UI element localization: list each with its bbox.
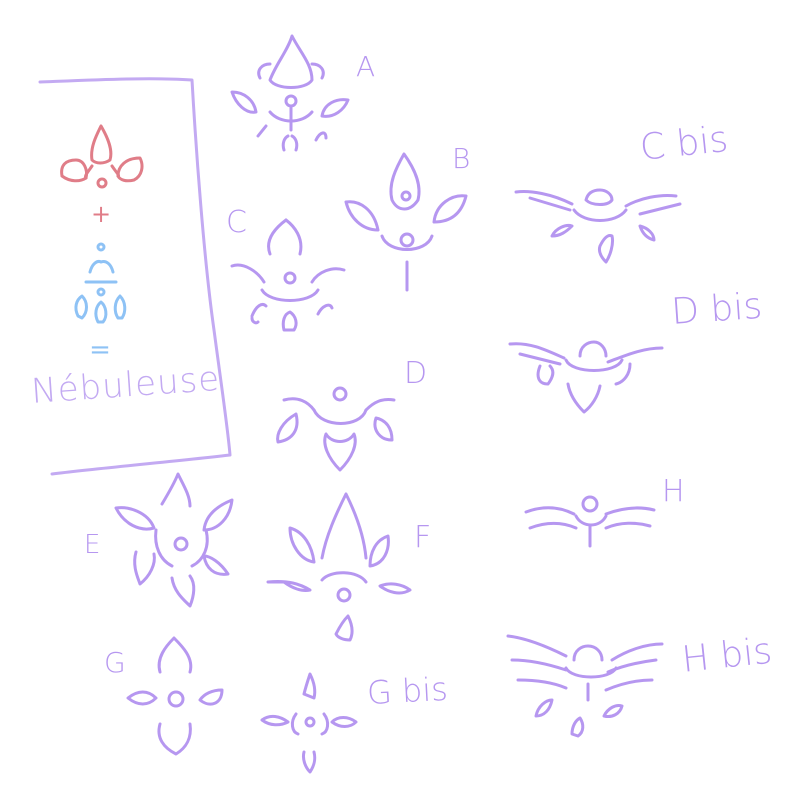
motif-d-bis bbox=[508, 340, 664, 414]
label-c: C bbox=[226, 205, 247, 240]
motif-h-bis bbox=[506, 634, 664, 738]
motif-g-bis bbox=[260, 672, 358, 774]
motif-h bbox=[524, 495, 656, 548]
motif-g bbox=[126, 636, 224, 756]
label-d: D bbox=[404, 356, 428, 391]
legend-red-motif bbox=[60, 124, 144, 189]
legend-plus: + bbox=[91, 200, 111, 228]
legend-frame bbox=[38, 77, 232, 476]
label-g-bis: G bis bbox=[366, 669, 449, 712]
label-h: H bbox=[662, 474, 685, 509]
motif-e bbox=[114, 472, 234, 608]
label-e: E bbox=[84, 530, 101, 560]
motif-c-bis bbox=[514, 188, 682, 264]
label-a: A bbox=[356, 50, 376, 83]
label-d-bis: D bis bbox=[670, 285, 764, 333]
motif-d bbox=[276, 386, 396, 472]
label-g: G bbox=[104, 646, 126, 679]
label-b: B bbox=[452, 142, 471, 175]
motif-f bbox=[266, 492, 412, 642]
legend-blue-motif bbox=[74, 242, 127, 324]
motif-a bbox=[230, 34, 350, 152]
label-f: F bbox=[414, 520, 432, 555]
motif-b bbox=[344, 152, 468, 292]
motif-c bbox=[230, 218, 346, 332]
legend-equals: = bbox=[89, 335, 111, 365]
